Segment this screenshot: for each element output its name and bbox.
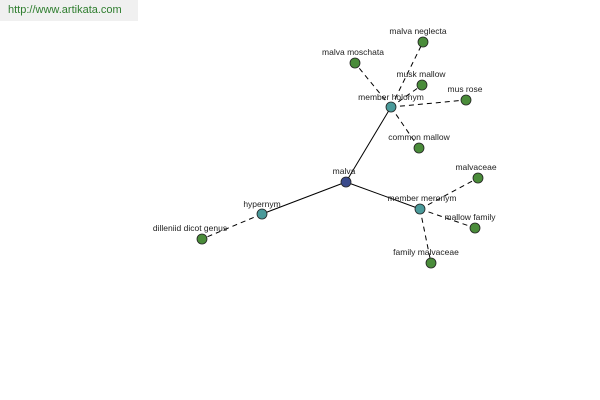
edge-hypernym-dilleniid_dicot_genus: [201, 213, 263, 240]
node-label-family-malvaceae: family malvaceae: [393, 247, 459, 257]
node-label-hypernym: hypernym: [243, 199, 280, 209]
node-malva-moschata[interactable]: [349, 57, 361, 69]
edge-member_meronym-mallow_family: [419, 208, 476, 229]
node-mallow-family[interactable]: [469, 222, 481, 234]
node-member-holonym[interactable]: [385, 101, 397, 113]
node-malva-neglecta[interactable]: [417, 36, 429, 48]
edge-malva-hypernym: [261, 181, 347, 215]
node-label-mus-rose: mus rose: [448, 84, 483, 94]
node-label-member-holonym: member holonym: [358, 92, 424, 102]
edge-malva-member_holonym: [345, 106, 392, 183]
node-label-malva-neglecta: malva neglecta: [389, 26, 446, 36]
node-label-musk-mallow: musk mallow: [396, 69, 446, 79]
edge-member_holonym-musk_mallow: [390, 84, 423, 108]
node-label-member-meronym: member meronym: [388, 193, 457, 203]
node-label-dilleniid-dicot-genus: dilleniid dicot genus: [153, 223, 227, 233]
node-family-malvaceae[interactable]: [425, 257, 437, 269]
node-malvaceae[interactable]: [472, 172, 484, 184]
graph-labels: malva member holonym hypernym member merony…: [153, 26, 497, 257]
node-label-common-mallow: common mallow: [388, 132, 450, 142]
node-member-meronym[interactable]: [414, 203, 426, 215]
edge-member_holonym-mus_rose: [390, 99, 467, 108]
graph-nodes: [196, 36, 484, 269]
watermark-banner: http://www.artikata.com: [0, 0, 138, 21]
node-dilleniid-dicot-genus[interactable]: [196, 233, 208, 245]
node-label-malva: malva: [333, 166, 356, 176]
edge-malva-member_meronym: [345, 181, 421, 210]
node-mus-rose[interactable]: [460, 94, 472, 106]
edge-member_meronym-family_malvaceae: [419, 208, 432, 264]
watermark-url[interactable]: http://www.artikata.com: [8, 4, 122, 16]
node-label-malva-moschata: malva moschata: [322, 47, 384, 57]
node-malva[interactable]: [340, 176, 352, 188]
edge-member_holonym-malva_moschata: [354, 62, 392, 108]
node-common-mallow[interactable]: [413, 142, 425, 154]
edge-member_holonym-malva_neglecta: [390, 41, 424, 108]
node-hypernym[interactable]: [256, 208, 268, 220]
graph-edges: [201, 41, 479, 264]
edge-member_meronym-malvaceae: [419, 177, 479, 210]
node-label-malvaceae: malvaceae: [455, 162, 496, 172]
node-label-mallow-family: mallow family: [444, 212, 496, 222]
node-musk-mallow[interactable]: [416, 79, 428, 91]
